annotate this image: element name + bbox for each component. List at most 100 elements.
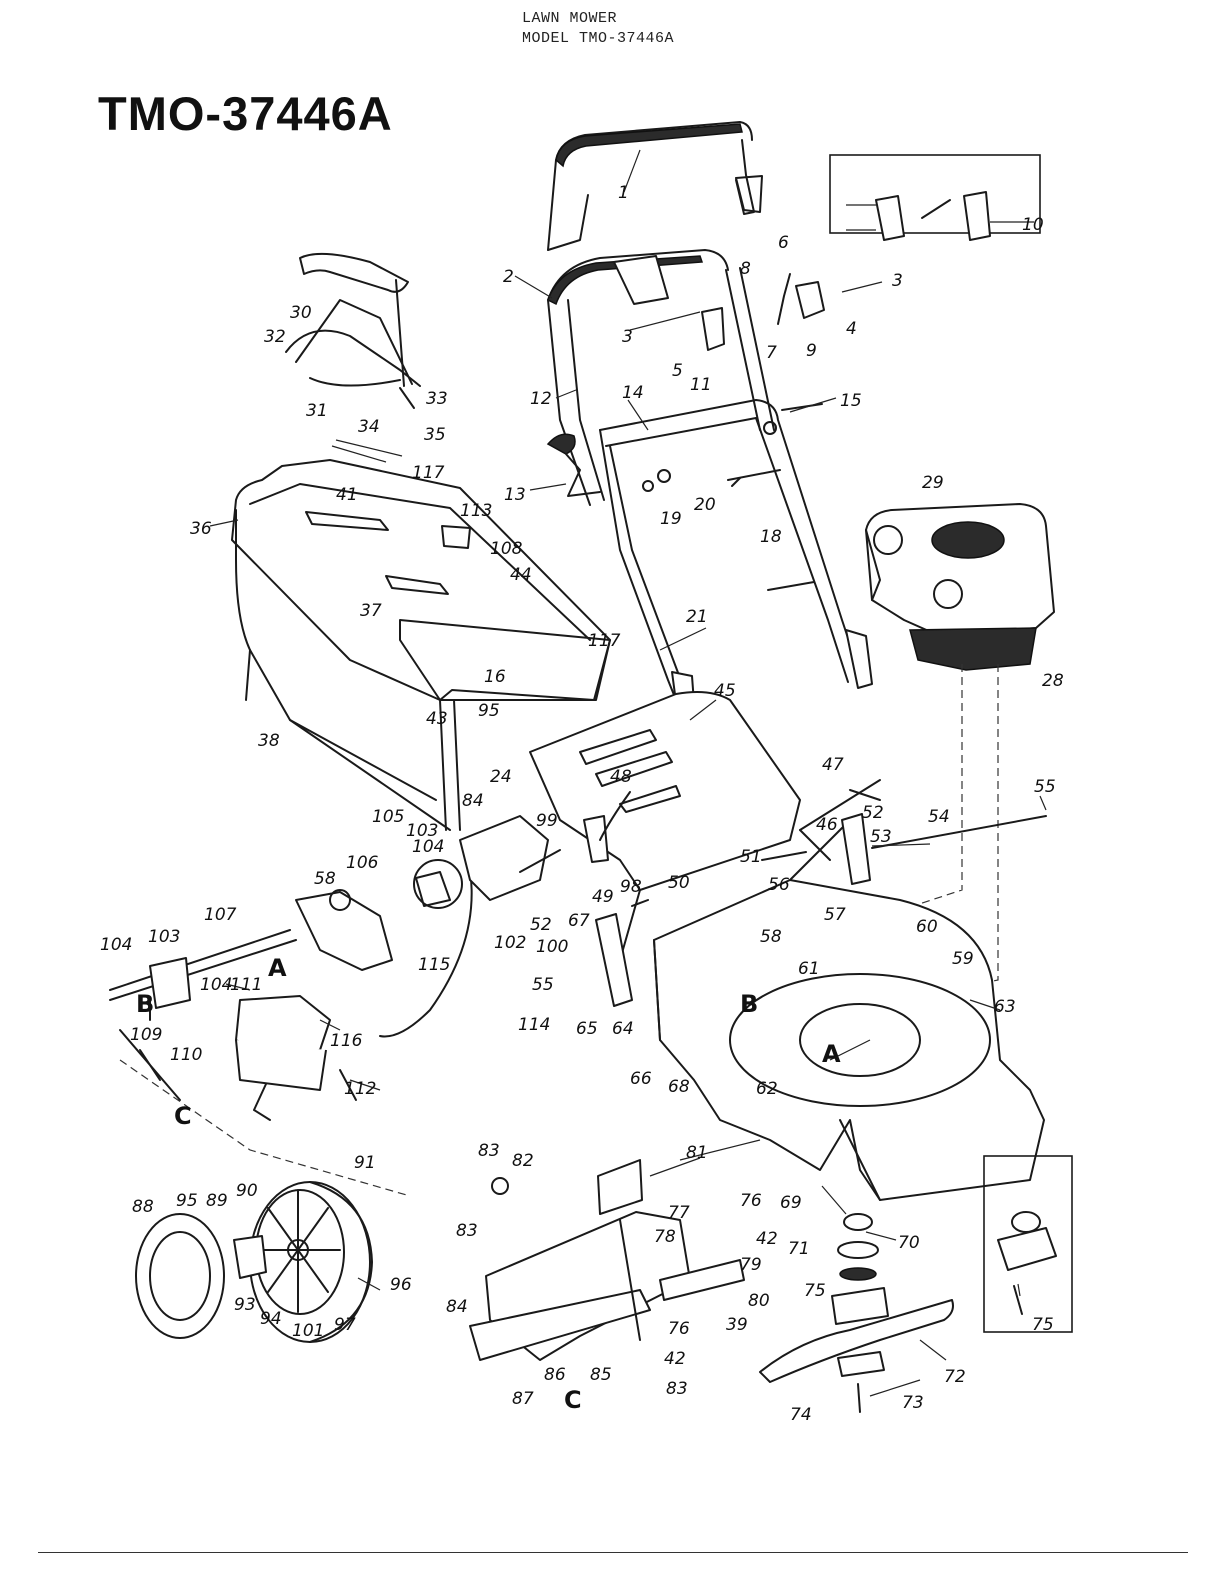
- callout-35: 35: [424, 425, 446, 445]
- callout-12: 12: [530, 389, 552, 409]
- callout-72: 72: [944, 1367, 966, 1387]
- callout-4: 4: [846, 319, 857, 339]
- section-marker-b-1: B: [136, 990, 154, 1018]
- callout-42a: 42: [756, 1229, 778, 1249]
- callout-52b: 52: [530, 915, 552, 935]
- callout-55a: 55: [1034, 777, 1056, 797]
- callout-51: 51: [740, 847, 762, 867]
- callout-84b: 84: [446, 1297, 468, 1317]
- callout-16: 16: [484, 667, 506, 687]
- callout-47: 47: [822, 755, 844, 775]
- header-title: LAWN MOWER: [522, 10, 618, 27]
- callout-42b: 42: [664, 1349, 686, 1369]
- callout-31: 31: [306, 401, 328, 421]
- callout-1: 1: [618, 183, 629, 203]
- model-title: TMO-37446A: [98, 87, 393, 140]
- header-model: MODEL TMO-37446A: [522, 30, 675, 47]
- callout-98: 98: [620, 877, 642, 897]
- callout-59: 59: [952, 949, 974, 969]
- handle-lower: [599, 399, 873, 733]
- callout-57: 57: [824, 905, 846, 925]
- rear-wheel: [135, 1181, 373, 1343]
- callout-109: 109: [130, 1025, 162, 1045]
- callout-86: 86: [544, 1365, 566, 1385]
- callout-8: 8: [740, 259, 751, 279]
- callout-44: 44: [510, 565, 532, 585]
- section-marker-a-2: A: [822, 1040, 841, 1068]
- callout-112: 112: [344, 1079, 376, 1099]
- callout-69: 69: [780, 1193, 802, 1213]
- callout-85: 85: [590, 1365, 612, 1385]
- callout-111: 111: [230, 975, 262, 995]
- callout-68: 68: [668, 1077, 690, 1097]
- callout-94: 94: [260, 1309, 282, 1329]
- inset-control-box: [829, 154, 1041, 241]
- section-marker-c-1: C: [174, 1102, 192, 1130]
- callout-55b: 55: [532, 975, 554, 995]
- callout-66: 66: [630, 1069, 652, 1089]
- callout-93: 93: [234, 1295, 256, 1315]
- callout-29: 29: [922, 473, 944, 493]
- callout-labels: 1 2 3 3 4 5 6 7 8 9 10 11 12 13 14 15 16…: [100, 183, 1064, 1425]
- callout-97: 97: [334, 1315, 356, 1335]
- callout-61: 61: [798, 959, 820, 979]
- callout-80: 80: [748, 1291, 770, 1311]
- callout-73: 73: [902, 1393, 924, 1413]
- callout-43: 43: [426, 709, 448, 729]
- callout-106: 106: [346, 853, 379, 873]
- callout-9: 9: [806, 341, 817, 361]
- callout-67: 67: [568, 911, 590, 931]
- callout-48: 48: [610, 767, 632, 787]
- callout-82: 82: [512, 1151, 534, 1171]
- handle-hardware: [546, 175, 825, 591]
- blade-assembly: [759, 1213, 954, 1413]
- mower-deck: [653, 819, 1045, 1201]
- callout-13: 13: [504, 485, 526, 505]
- callout-100: 100: [536, 937, 568, 957]
- handle-upper: [547, 121, 755, 251]
- callout-3b: 3: [892, 271, 903, 291]
- callout-28: 28: [1042, 671, 1064, 691]
- callout-88: 88: [132, 1197, 154, 1217]
- section-marker-b-2: B: [740, 990, 758, 1018]
- callout-34: 34: [358, 417, 380, 437]
- callout-99: 99: [536, 811, 558, 831]
- callout-14: 14: [622, 383, 644, 403]
- callout-60: 60: [916, 917, 938, 937]
- callout-81: 81: [686, 1143, 708, 1163]
- callout-113: 113: [460, 501, 492, 521]
- callout-18: 18: [760, 527, 782, 547]
- callout-103a: 103: [148, 927, 180, 947]
- callout-41: 41: [336, 485, 358, 505]
- callout-39: 39: [726, 1315, 748, 1335]
- grass-catcher: [231, 459, 611, 831]
- callout-36: 36: [190, 519, 212, 539]
- callout-83b: 83: [456, 1221, 478, 1241]
- callout-107: 107: [204, 905, 237, 925]
- callout-46: 46: [816, 815, 838, 835]
- callout-104c: 104: [412, 837, 444, 857]
- callout-83a: 83: [478, 1141, 500, 1161]
- callout-64: 64: [612, 1019, 634, 1039]
- callout-76b: 76: [668, 1319, 690, 1339]
- callout-3a: 3: [622, 327, 633, 347]
- handle-middle: [547, 249, 775, 506]
- callout-53: 53: [870, 827, 892, 847]
- callout-11: 11: [690, 375, 712, 395]
- callout-84a: 84: [462, 791, 484, 811]
- callout-75a: 75: [804, 1281, 826, 1301]
- callout-65: 65: [576, 1019, 598, 1039]
- callout-7: 7: [766, 343, 777, 363]
- section-markers: A A B B C C: [136, 954, 841, 1414]
- callout-30: 30: [290, 303, 312, 323]
- callout-5: 5: [672, 361, 683, 381]
- callout-45: 45: [714, 681, 736, 701]
- callout-105: 105: [372, 807, 404, 827]
- callout-95b: 95: [478, 701, 500, 721]
- callout-83c: 83: [666, 1379, 688, 1399]
- inset-blade-adapter: [983, 1155, 1073, 1333]
- callout-71: 71: [788, 1239, 810, 1259]
- callout-49: 49: [592, 887, 614, 907]
- callout-50: 50: [668, 873, 690, 893]
- callout-37: 37: [360, 601, 382, 621]
